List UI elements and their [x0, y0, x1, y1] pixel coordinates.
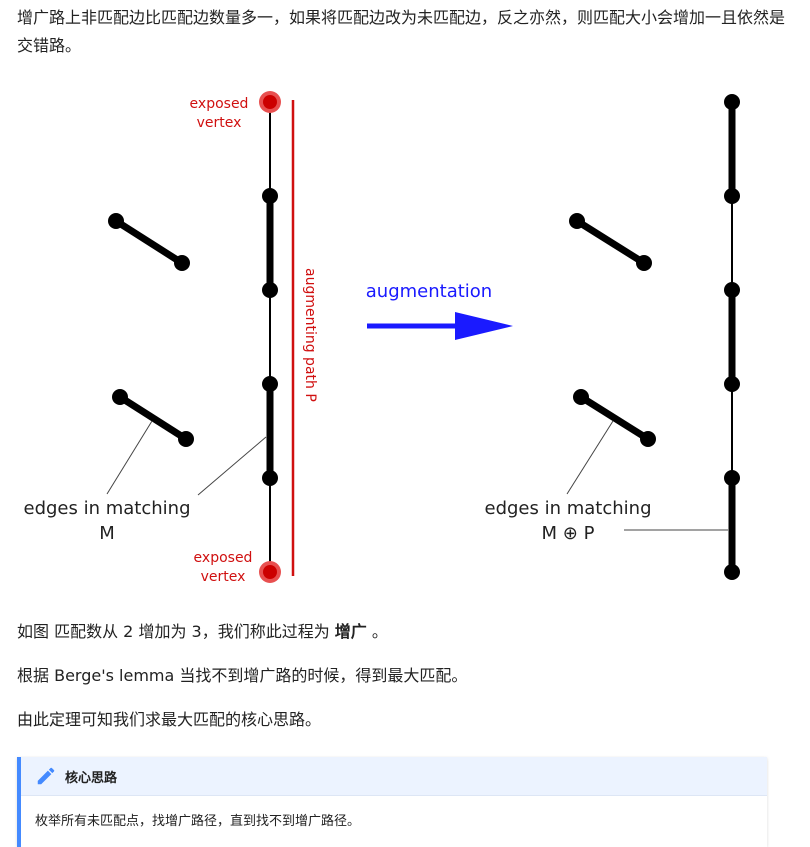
exposed-vertex — [263, 565, 277, 579]
exposed-label-bottom: exposed — [194, 550, 253, 566]
admonition-title-bar: 核心思路 — [21, 757, 767, 796]
vertex — [636, 255, 652, 271]
right-graph: edges in matching M ⊕ P — [485, 94, 740, 580]
augmenting-path-label: augmenting path P — [302, 268, 318, 402]
caption-pointer — [566, 420, 614, 495]
left-caption: M — [99, 523, 115, 544]
matching-edge — [575, 218, 646, 266]
exposed-label-top: vertex — [197, 115, 242, 131]
p1-suffix: 。 — [366, 622, 388, 641]
vertex — [262, 188, 278, 204]
exposed-vertex — [263, 95, 277, 109]
pencil-icon — [37, 767, 55, 785]
vertex — [174, 255, 190, 271]
right-caption: M ⊕ P — [542, 523, 595, 544]
paragraph-core-idea: 由此定理可知我们求最大匹配的核心思路。 — [17, 710, 322, 729]
augmenting-path-figure: augmenting path P exposed vertex exposed… — [0, 72, 810, 602]
left-graph: augmenting path P exposed vertex exposed… — [24, 91, 318, 585]
vertex — [569, 213, 585, 229]
left-caption: edges in matching — [24, 498, 191, 519]
right-caption: edges in matching — [485, 498, 652, 519]
vertex — [724, 564, 740, 580]
vertex — [724, 188, 740, 204]
vertex — [262, 470, 278, 486]
vertex — [640, 431, 656, 447]
vertex — [108, 213, 124, 229]
augmentation-arrow: augmentation — [366, 281, 513, 340]
caption-pointer — [197, 436, 267, 496]
caption-pointer — [106, 420, 153, 495]
paragraph-augmentation: 如图 匹配数从 2 增加为 3，我们称此过程为 增广 。 — [17, 618, 388, 646]
vertex — [573, 389, 589, 405]
figure-svg: augmenting path P exposed vertex exposed… — [24, 91, 740, 585]
vertex — [724, 94, 740, 110]
vertex — [262, 376, 278, 392]
matching-edge — [118, 394, 188, 442]
arrow-label: augmentation — [366, 281, 492, 302]
vertex — [724, 376, 740, 392]
vertex — [112, 389, 128, 405]
vertex — [724, 282, 740, 298]
p1-bold: 增广 — [334, 622, 367, 641]
paragraph-berge-lemma: 根据 Berge's lemma 当找不到增广路的时候，得到最大匹配。 — [17, 666, 468, 685]
p1-prefix: 如图 匹配数从 2 增加为 3，我们称此过程为 — [17, 622, 335, 641]
matching-edge — [114, 218, 184, 266]
vertex — [724, 470, 740, 486]
admonition-body: 枚举所有未匹配点，找增广路径，直到找不到增广路径。 — [35, 814, 361, 829]
exposed-label-bottom: vertex — [201, 569, 246, 585]
admonition-title: 核心思路 — [65, 770, 118, 786]
exposed-label-top: exposed — [190, 96, 249, 112]
vertex — [262, 282, 278, 298]
intro-paragraph: 增广路上非匹配边比匹配边数量多一，如果将匹配边改为未匹配边，反之亦然，则匹配大小… — [17, 8, 786, 55]
matching-edge — [579, 394, 650, 442]
note-admonition: 核心思路 枚举所有未匹配点，找增广路径，直到找不到增广路径。 — [17, 757, 767, 847]
vertex — [178, 431, 194, 447]
